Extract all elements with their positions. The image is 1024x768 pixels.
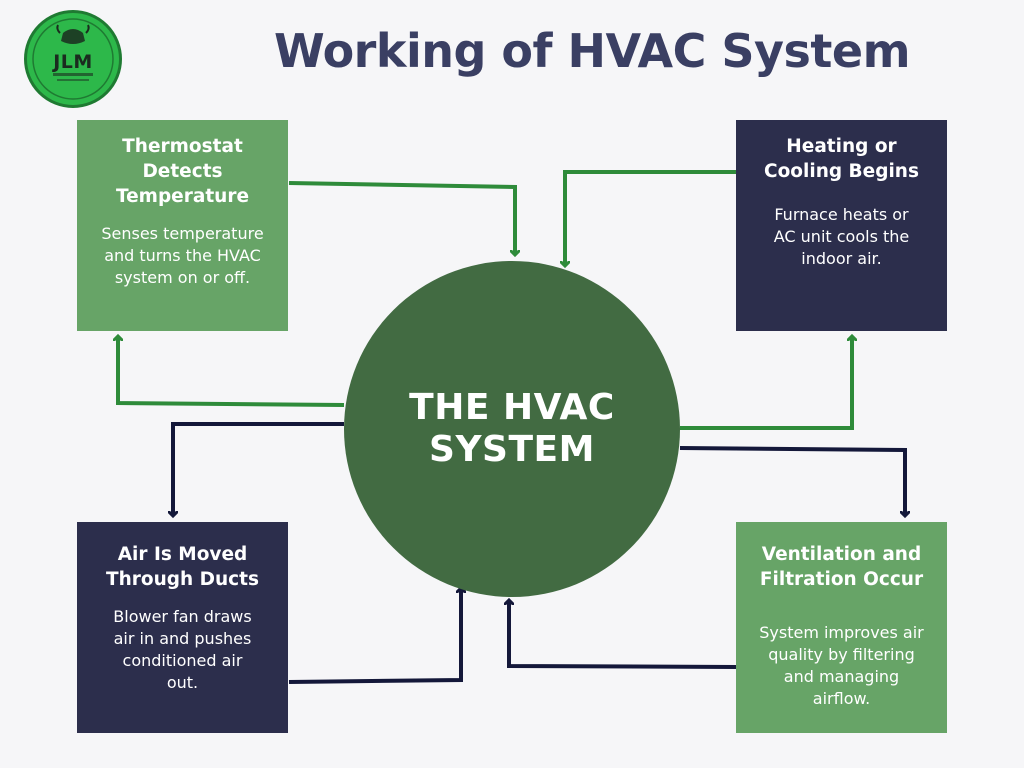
arrow-vent-to-center: [509, 600, 737, 669]
air-ducts-body: Blower fan draws air in and pushes condi…: [113, 607, 252, 692]
hvac-system-label: THE HVAC SYSTEM: [409, 387, 615, 470]
ventilation-title: Ventilation and Filtration Occur: [759, 544, 924, 590]
air-ducts-title: Air Is Moved Through Ducts: [106, 544, 259, 590]
hvac-system-circle: THE HVAC SYSTEM: [344, 261, 680, 597]
arrow-thermostat-to-center: [288, 181, 515, 255]
heating-box: Heating or Cooling Begins Furnace heats …: [736, 120, 947, 331]
logo-text: JLM: [53, 51, 93, 73]
heating-title: Heating or Cooling Begins: [764, 136, 919, 182]
arrow-center-to-air: [173, 422, 344, 516]
arrow-heating-to-center: [565, 170, 736, 266]
thermostat-title: Thermostat Detects Temperature: [115, 136, 250, 207]
bison-icon: [32, 18, 114, 100]
arrow-center-to-vent: [679, 446, 905, 516]
jlm-logo: JLM: [24, 10, 122, 108]
air-ducts-box: Air Is Moved Through Ducts Blower fan dr…: [77, 522, 288, 733]
arrow-air-to-center: [288, 588, 461, 684]
page-title: Working of HVAC System: [273, 24, 911, 78]
thermostat-body: Senses temperature and turns the HVAC sy…: [101, 224, 264, 287]
heating-body: Furnace heats or AC unit cools the indoo…: [773, 205, 910, 268]
ventilation-box: Ventilation and Filtration Occur System …: [736, 522, 947, 733]
thermostat-box: Thermostat Detects Temperature Senses te…: [77, 120, 288, 331]
arrow-center-to-heating: [680, 336, 852, 430]
ventilation-body: System improves air quality by filtering…: [759, 623, 924, 708]
arrow-center-to-thermostat: [118, 336, 345, 407]
